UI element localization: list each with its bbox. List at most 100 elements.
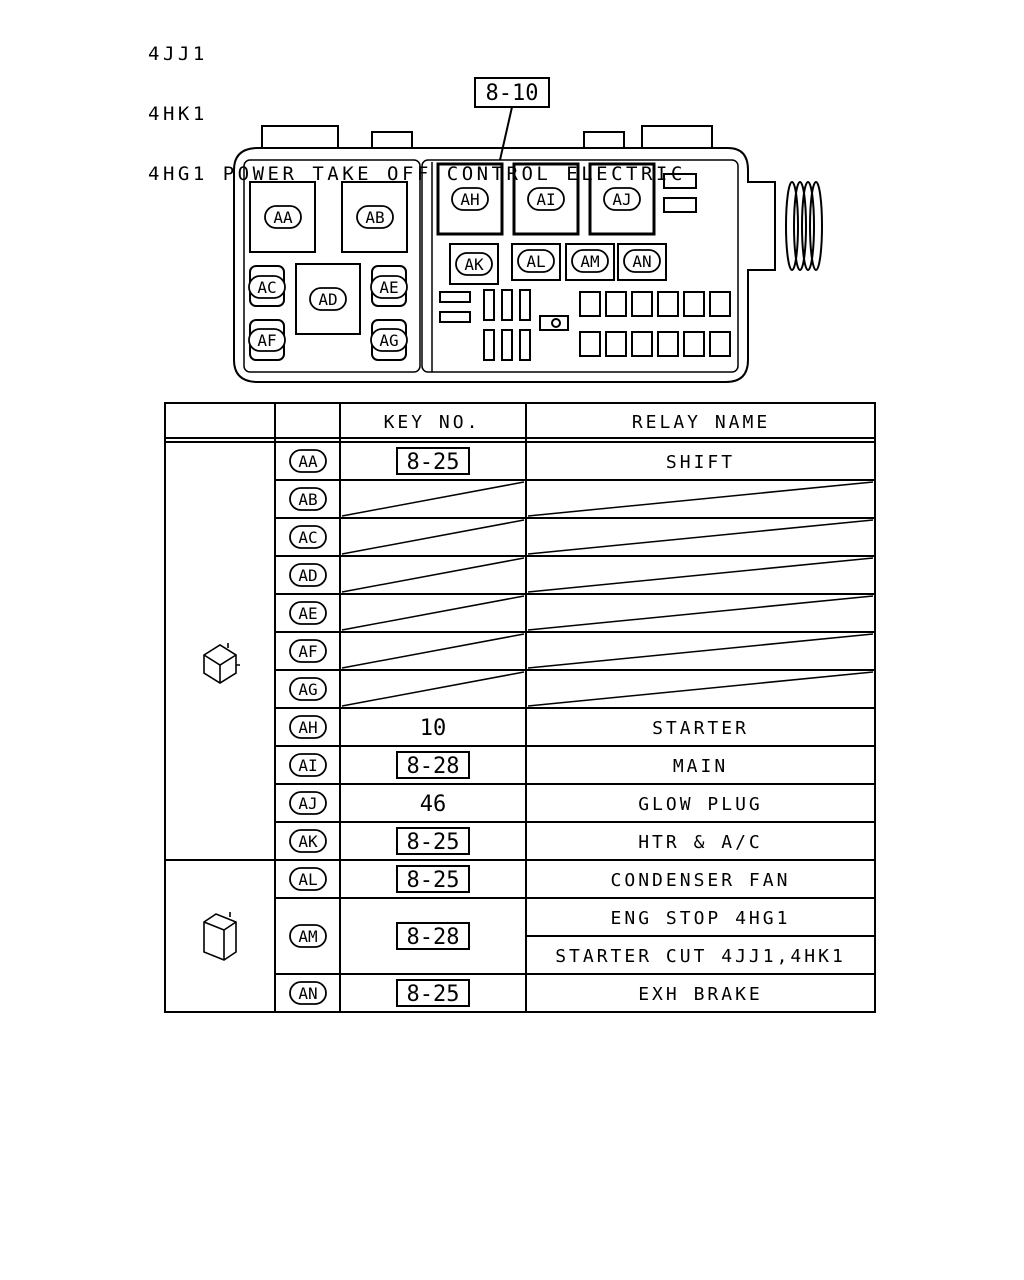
row-id-an: AN — [289, 981, 327, 1005]
slot-label-ab: AB — [356, 205, 394, 229]
top-tab — [583, 131, 625, 148]
slot-label-an: AN — [623, 249, 661, 273]
row-id-ak: AK — [289, 829, 327, 853]
box-outline — [233, 147, 776, 383]
row-id-ae-text: AE — [298, 604, 317, 623]
slot-label-ad-text: AD — [318, 290, 337, 309]
right-inner-frame — [421, 159, 739, 373]
relay-name-ah: STARTER — [652, 718, 749, 739]
row-id-ab: AB — [289, 487, 327, 511]
row-id-ak-text: AK — [298, 832, 318, 851]
relay-name-an: EXH BRAKE — [638, 984, 763, 1005]
key-box — [396, 922, 470, 950]
relay-name-aj: GLOW PLUG — [638, 794, 763, 815]
relay-body-AM — [565, 243, 615, 281]
slot-label-ae: AE — [370, 275, 408, 299]
relay-body-AL — [511, 243, 561, 281]
top-tab — [371, 131, 413, 148]
tall-relay-icon — [203, 912, 237, 961]
row-id-ag-text: AG — [298, 680, 317, 699]
ref-leader-line — [499, 106, 513, 161]
slot-label-ab-text: AB — [365, 208, 384, 227]
slot-label-af-text: AF — [257, 331, 276, 350]
blank-key-diagonal — [341, 595, 525, 631]
key-no-al: 8-25 — [407, 868, 460, 893]
relay-body-AK — [449, 243, 499, 285]
slot-label-ai: AI — [527, 187, 565, 211]
slot-label-aj-text: AJ — [612, 190, 631, 209]
relay-body-AD — [295, 263, 361, 335]
blank-name-diagonal — [527, 671, 874, 707]
slot-label-aj: AJ — [603, 187, 641, 211]
row-id-al: AL — [289, 867, 327, 891]
blank-key-diagonal — [341, 633, 525, 669]
slot-label-ac: AC — [248, 275, 286, 299]
key-box — [396, 865, 470, 893]
row-id-am: AM — [289, 924, 327, 948]
key-box — [396, 979, 470, 1007]
row-id-aa-text: AA — [298, 452, 318, 471]
row-id-ac-text: AC — [298, 528, 317, 547]
row-id-aa: AA — [289, 449, 327, 473]
blank-name-diagonal — [527, 481, 874, 517]
row-id-ah-text: AH — [298, 718, 317, 737]
row-id-ae: AE — [289, 601, 327, 625]
row-id-ac: AC — [289, 525, 327, 549]
relay-name-am-2: STARTER CUT 4JJ1,4HK1 — [555, 946, 846, 967]
relay-body-AJ — [588, 162, 656, 236]
blank-key-diagonal — [341, 519, 525, 555]
relay-body-AI — [512, 162, 580, 236]
relay-body-AA — [249, 181, 316, 253]
slot-label-aa-text: AA — [273, 208, 293, 227]
row-id-aj-text: AJ — [298, 794, 317, 813]
row-id-al-text: AL — [298, 870, 317, 889]
blank-key-diagonal — [341, 671, 525, 707]
title-line-2: 4HK1 — [148, 103, 208, 125]
slot-label-aa: AA — [264, 205, 302, 229]
slot-label-an-text: AN — [632, 252, 651, 271]
slot-label-ag-text: AG — [379, 331, 398, 350]
relay-name-aa: SHIFT — [666, 452, 735, 473]
row-id-ai: AI — [289, 753, 327, 777]
blank-key-diagonal — [341, 481, 525, 517]
relay-name-ak: HTR & A/C — [638, 832, 763, 853]
key-no-ah: 10 — [420, 716, 447, 741]
blank-name-diagonal — [527, 595, 874, 631]
row-id-ai-text: AI — [298, 756, 317, 775]
blank-name-diagonal — [527, 633, 874, 669]
key-no-aa: 8-25 — [407, 450, 460, 475]
row-id-ad: AD — [289, 563, 327, 587]
slot-label-ak-text: AK — [464, 255, 484, 274]
fuse-grid — [579, 291, 731, 357]
row-id-am-text: AM — [298, 927, 317, 946]
relay-body-AH — [436, 162, 504, 236]
row-id-ab-text: AB — [298, 490, 317, 509]
slot-label-am: AM — [571, 249, 609, 273]
row-id-ah: AH — [289, 715, 327, 739]
slot-label-al: AL — [517, 249, 555, 273]
key-no-ak: 8-25 — [407, 830, 460, 855]
relay-name-am: ENG STOP 4HG1 — [611, 908, 791, 929]
blank-key-diagonal — [341, 557, 525, 593]
relay-body-AB — [341, 181, 408, 253]
cube-relay-icon — [203, 643, 240, 684]
row-id-ag: AG — [289, 677, 327, 701]
slot-label-ah: AH — [451, 187, 489, 211]
relay-box-diagram: 8-10 AA AB AC AD AE AF AG AH AI AJ AK AL AM AN — [233, 77, 823, 383]
slot-label-al-text: AL — [526, 252, 545, 271]
slot-label-ak: AK — [455, 252, 493, 276]
key-box — [396, 827, 470, 855]
ref-key-label: 8-10 — [486, 81, 539, 106]
key-no-aj: 46 — [420, 792, 447, 817]
relay-name-ai: MAIN — [673, 756, 728, 777]
slot-label-am-text: AM — [580, 252, 599, 271]
relay-slot-labels: AA AB AC AD AE AF AG AH AI AJ AK AL AM AN — [248, 187, 661, 352]
slot-label-ad: AD — [309, 287, 347, 311]
row-id-aj: AJ — [289, 791, 327, 815]
slot-label-ai-text: AI — [536, 190, 555, 209]
slot-label-ae-text: AE — [379, 278, 398, 297]
blank-name-diagonal — [527, 519, 874, 555]
connector-coil — [785, 181, 823, 271]
row-id-af-text: AF — [298, 642, 317, 661]
key-no-an: 8-25 — [407, 982, 460, 1007]
